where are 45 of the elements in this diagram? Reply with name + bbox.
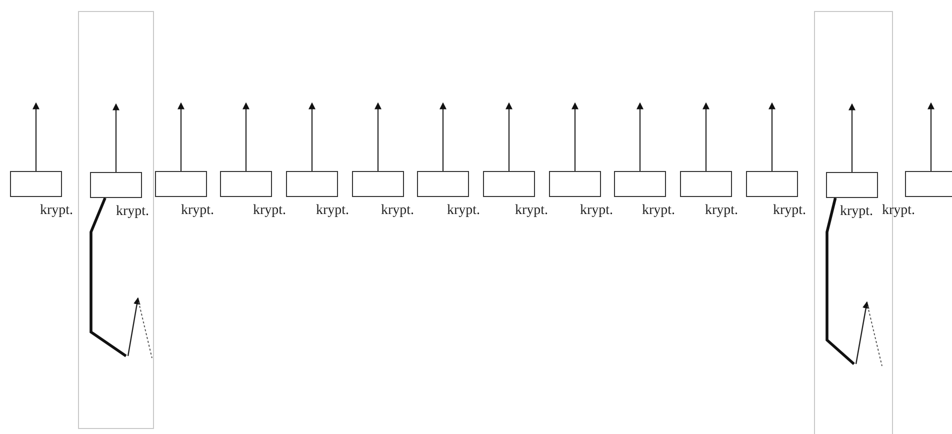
block-box <box>286 171 338 197</box>
arrow <box>572 102 578 172</box>
arrow <box>848 103 856 172</box>
arrow <box>178 102 184 172</box>
box-caption: krypt. <box>773 203 806 219</box>
block-box <box>483 171 535 197</box>
block-box <box>905 171 952 197</box>
connector-line <box>826 198 855 366</box>
arrow <box>506 102 512 172</box>
box-caption: krypt. <box>515 203 548 219</box>
box-caption: krypt. <box>840 204 874 220</box>
box-caption: krypt. <box>253 203 286 219</box>
box-caption: krypt. <box>447 203 480 219</box>
block-box <box>549 171 601 197</box>
box-caption: krypt. <box>882 203 916 219</box>
box-caption: krypt. <box>705 203 738 219</box>
box-caption: krypt. <box>40 203 74 219</box>
block-box <box>746 171 798 197</box>
block-box <box>155 171 207 197</box>
box-caption: krypt. <box>381 203 414 219</box>
arrow <box>768 102 776 172</box>
block-box <box>352 171 404 197</box>
arrow <box>242 102 250 172</box>
block-box <box>826 172 878 198</box>
block-box <box>10 171 62 197</box>
block-box <box>680 171 732 197</box>
arrow <box>32 102 40 172</box>
arrow <box>112 103 120 172</box>
box-caption: krypt. <box>580 203 614 219</box>
arrow <box>308 102 316 172</box>
arrow <box>374 102 382 172</box>
box-caption: krypt. <box>316 203 350 219</box>
box-caption: krypt. <box>642 203 676 219</box>
box-caption: krypt. <box>181 203 214 219</box>
block-box <box>417 171 469 197</box>
arrow <box>636 102 644 172</box>
box-caption: krypt. <box>116 204 150 220</box>
arrow <box>440 102 446 172</box>
arrow <box>928 102 934 172</box>
highlight-band <box>78 11 154 429</box>
block-box <box>90 172 142 198</box>
block-box <box>614 171 666 197</box>
connector-line <box>90 197 127 358</box>
arrow <box>702 102 710 172</box>
block-box <box>220 171 272 197</box>
